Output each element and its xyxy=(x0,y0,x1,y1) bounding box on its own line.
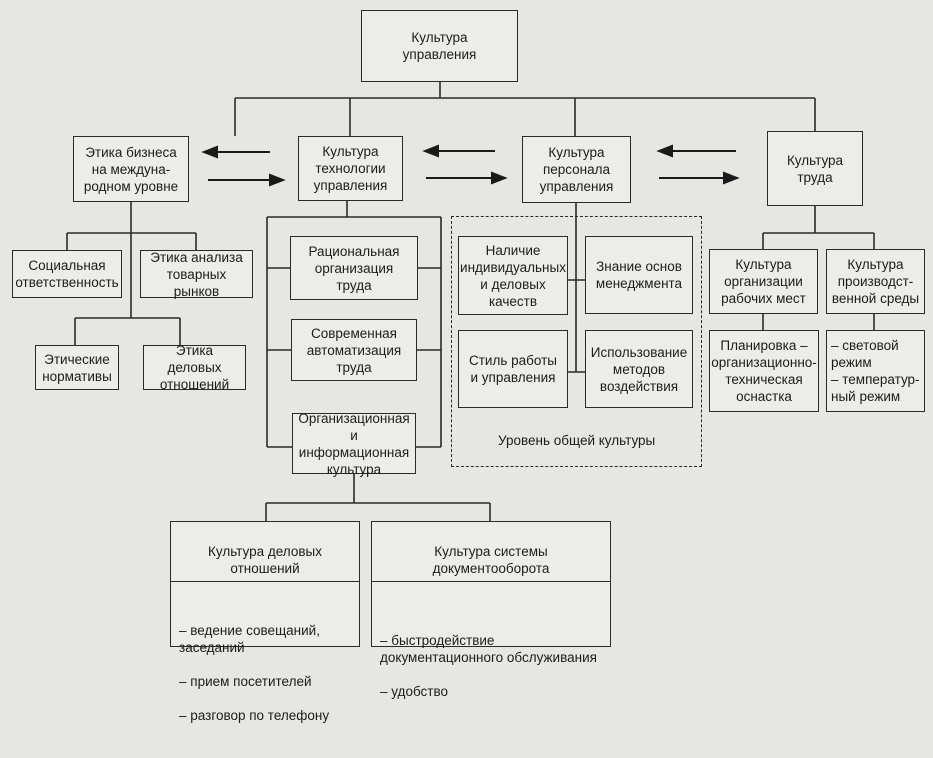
labor-node: Культура труда xyxy=(767,131,863,206)
connector-lines xyxy=(66,82,875,521)
qualities-node: Наличие индивидуальных и деловых качеств xyxy=(458,236,568,315)
influence-methods-node: Использование методов воздействия xyxy=(585,330,693,408)
root-node: Культура управления xyxy=(361,10,518,82)
org-info-culture-node: Организационная и информационная культур… xyxy=(292,411,416,477)
list-item: – ведение совещаний, заседаний xyxy=(179,623,320,655)
management-knowledge-node: Знание основ менеджмента xyxy=(585,236,693,314)
diagram-canvas: Культура управления Этика бизнеса на меж… xyxy=(12,10,925,723)
general-culture-label: Уровень общей культуры xyxy=(498,433,656,448)
business-ethics-node: Этика деловых отношений xyxy=(143,343,246,392)
automation-node: Современная автоматизация труда xyxy=(291,319,417,381)
workplace-culture-node: Культура организации рабочих мест xyxy=(709,249,818,314)
list-item: – прием посетителей xyxy=(179,674,312,689)
ethical-norms-node: Этические нормативы xyxy=(35,345,119,390)
work-style-node: Стиль работы и управления xyxy=(458,330,568,408)
market-ethics-node: Этика анализа товарных рынков xyxy=(140,250,253,299)
production-environment-node: Культура производст- венной среды xyxy=(826,249,925,314)
social-responsibility-node: Социальная ответственность xyxy=(12,250,122,298)
personnel-node: Культура персонала управления xyxy=(522,136,631,203)
document-flow-culture-box: Культура системы документооборота – быст… xyxy=(371,521,611,699)
document-flow-items: – быстродействие документационного обслу… xyxy=(372,599,610,717)
rational-organization-node: Рациональная организация труда xyxy=(290,236,418,300)
list-item: – разговор по телефону xyxy=(179,708,330,723)
ethics-node: Этика бизнеса на междуна- родном уровне xyxy=(73,136,189,202)
environment-items-node: – световой режим – температур- ный режим xyxy=(826,330,925,412)
list-item: – удобство xyxy=(380,684,448,699)
business-relations-items: – ведение совещаний, заседаний – прием п… xyxy=(171,599,359,741)
list-item: – быстродействие документационного обслу… xyxy=(380,633,597,665)
business-relations-title: Культура деловых отношений xyxy=(171,539,359,582)
technology-node: Культура технологии управления xyxy=(298,136,403,201)
planning-node: Планировка – организационно- техническая… xyxy=(709,330,819,412)
document-flow-title: Культура системы документооборота xyxy=(372,539,610,582)
business-relations-culture-box: Культура деловых отношений – ведение сов… xyxy=(170,521,360,723)
general-culture-frame xyxy=(451,216,702,467)
